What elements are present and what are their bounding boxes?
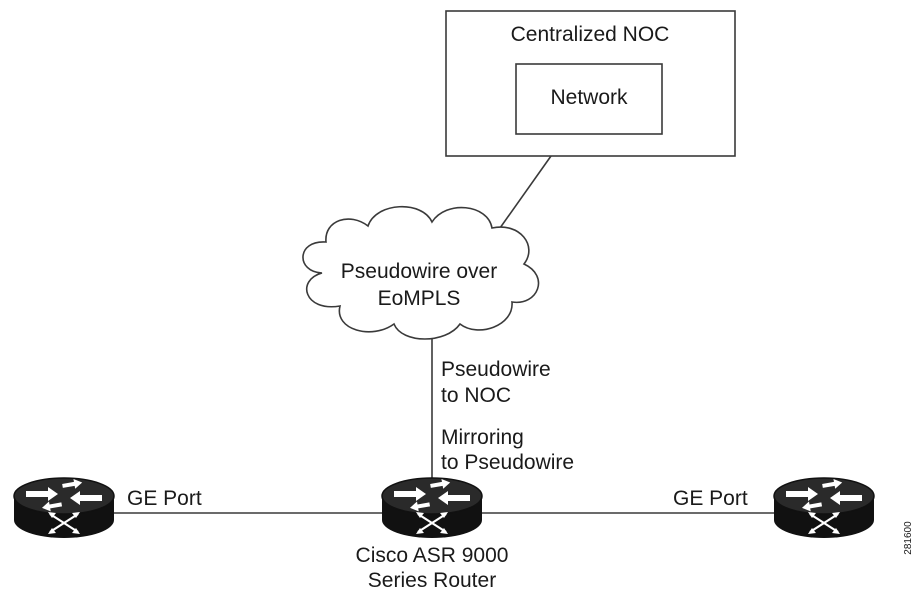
router-label-line1: Cisco ASR 9000	[356, 544, 509, 567]
cloud-icon	[302, 205, 540, 340]
mirroring-label-line1: Mirroring	[441, 426, 524, 449]
right-router-icon	[772, 476, 876, 540]
ge-port-left-label: GE Port	[127, 487, 202, 510]
cloud-label-line2: EoMPLS	[378, 287, 461, 310]
ge-port-right-label: GE Port	[673, 487, 748, 510]
cloud-label-line1: Pseudowire over	[341, 260, 497, 283]
noc-to-cloud-link	[499, 155, 552, 229]
pseudowire-to-noc-line2: to NOC	[441, 384, 511, 407]
figure-id: 281600	[903, 521, 914, 555]
router-label-line2: Series Router	[368, 569, 496, 591]
network-label: Network	[550, 86, 628, 109]
pseudowire-to-noc-line1: Pseudowire	[441, 358, 551, 381]
mirroring-label-line2: to Pseudowire	[441, 451, 574, 474]
noc-title: Centralized NOC	[511, 23, 670, 46]
center-router-icon	[380, 476, 484, 540]
left-router-icon	[12, 476, 116, 540]
network-box	[515, 63, 663, 135]
